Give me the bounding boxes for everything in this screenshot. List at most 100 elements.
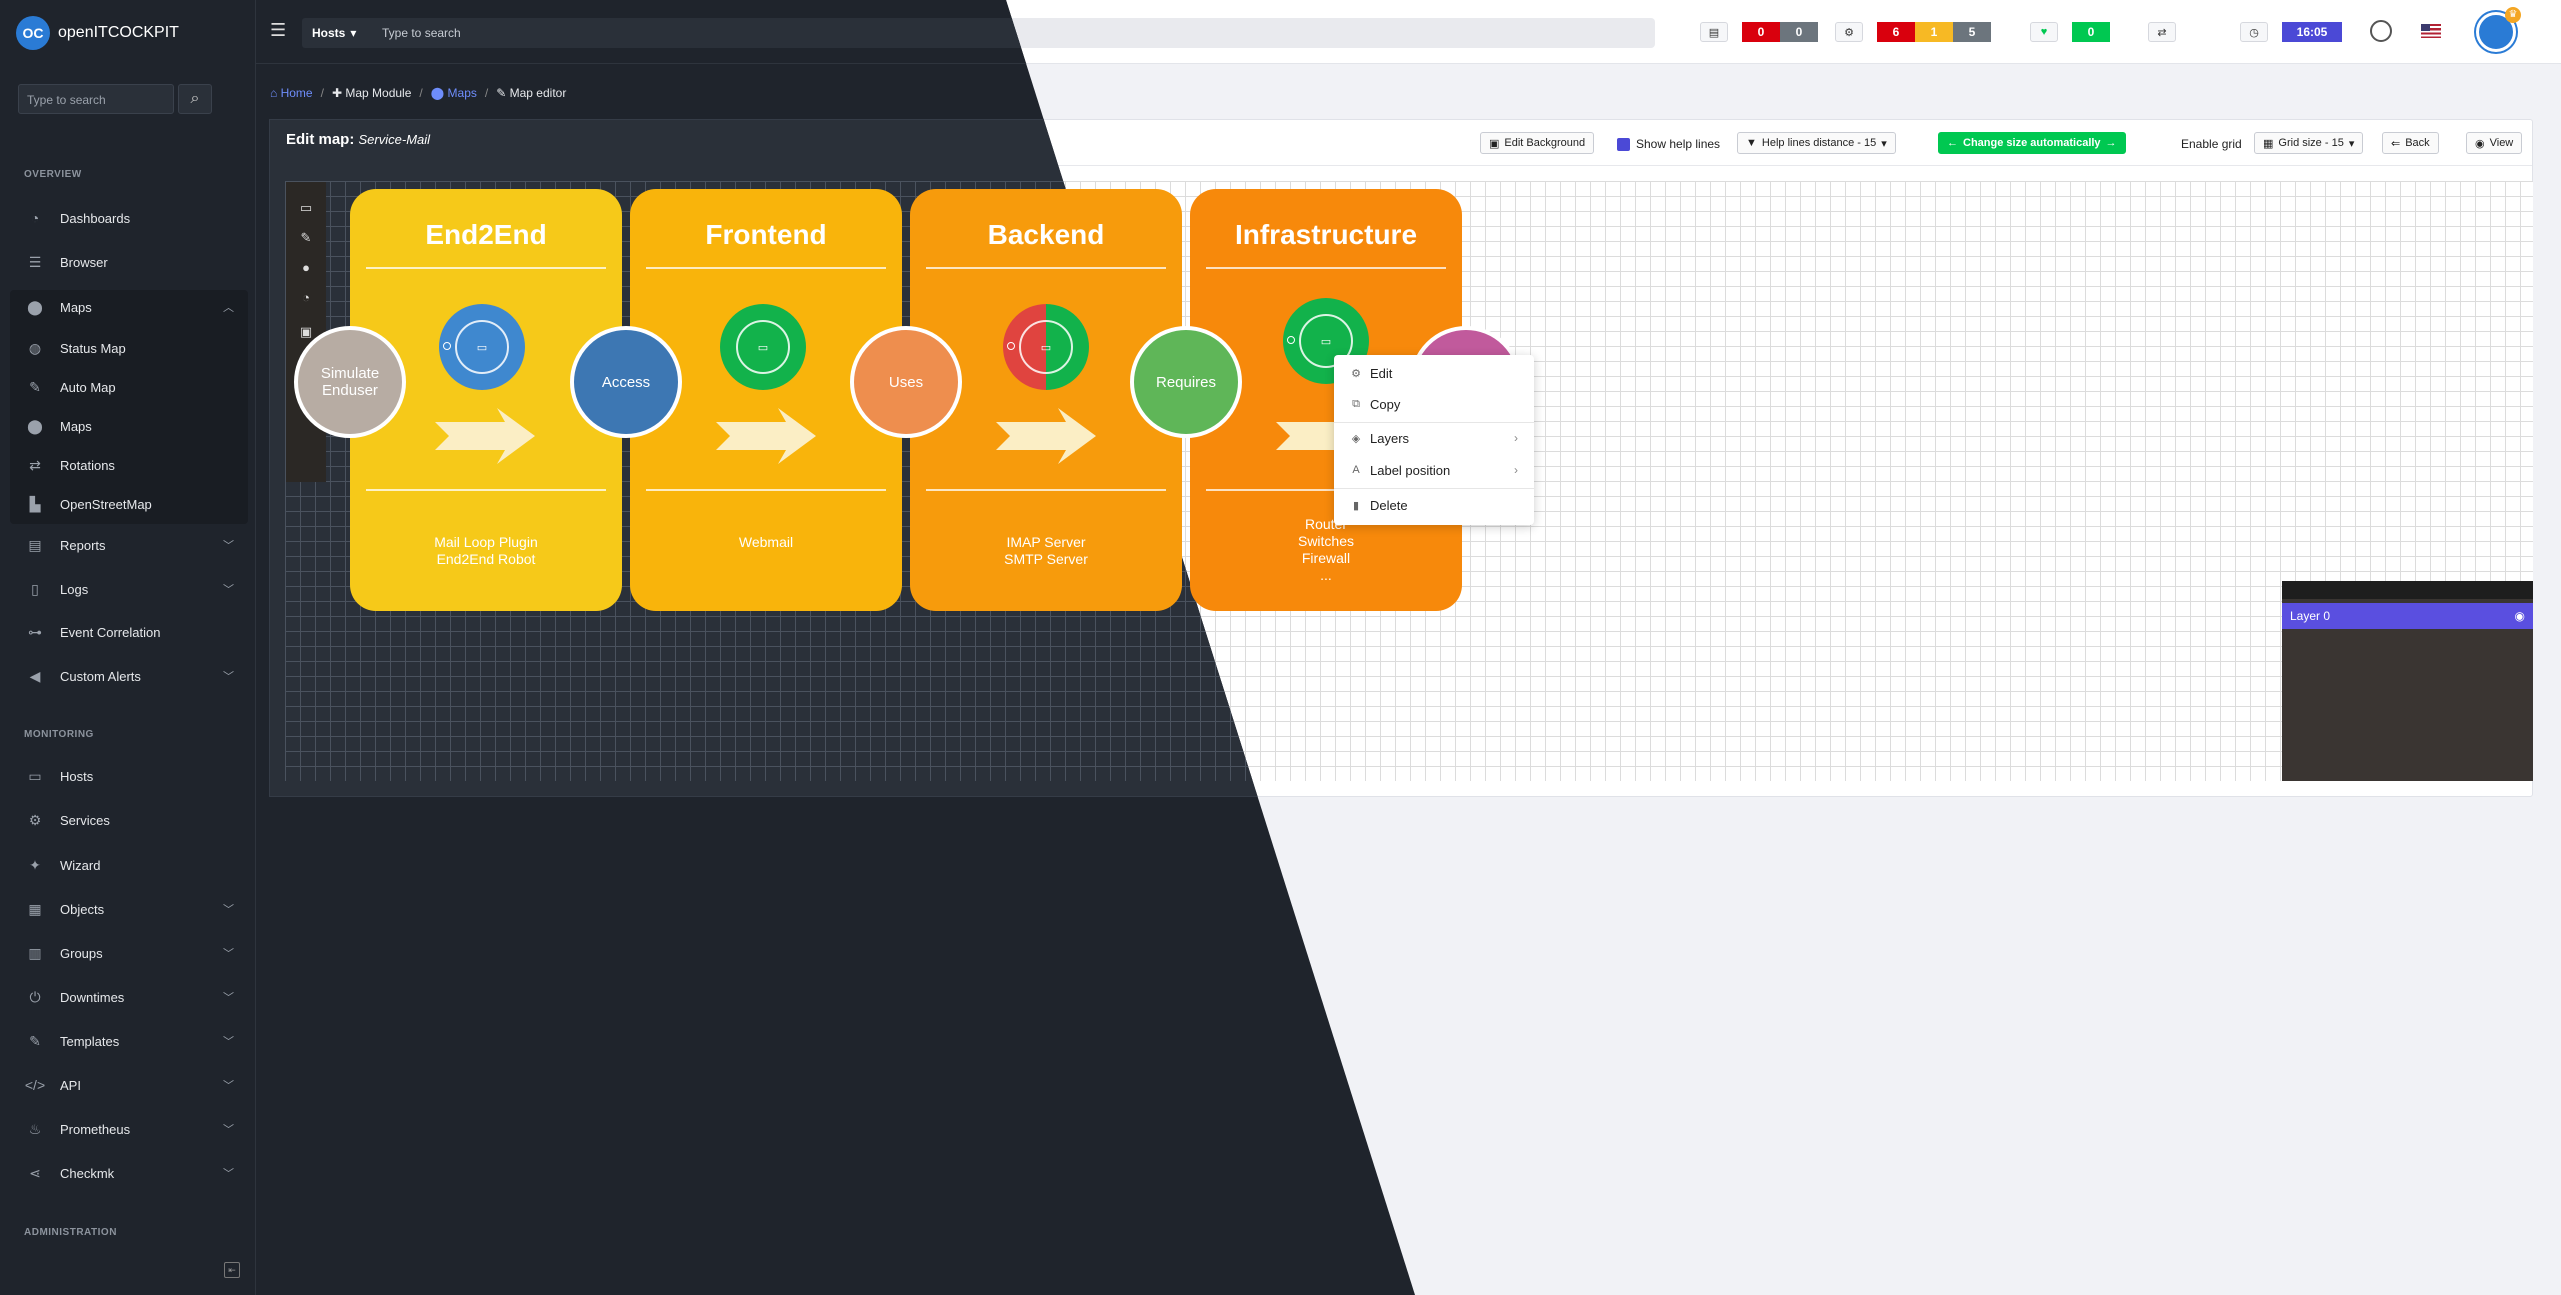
host-status-backend[interactable]: ▭ bbox=[1003, 304, 1089, 390]
sidebar-item-auto-map[interactable]: ✎Auto Map bbox=[10, 370, 248, 404]
sidebar-item-logs[interactable]: ▯Logs﹀ bbox=[10, 572, 248, 606]
eye-icon[interactable]: ◉ bbox=[2514, 609, 2525, 623]
layer-row[interactable]: Layer 0 ◉ bbox=[2282, 603, 2533, 629]
panel-title: Frontend bbox=[705, 219, 827, 250]
sidebar-search-input[interactable]: Type to search bbox=[18, 84, 174, 114]
sidebar-item-checkmk[interactable]: ⋖Checkmk﹀ bbox=[10, 1156, 248, 1190]
search-scope-dropdown[interactable]: Hosts ▾ bbox=[302, 18, 367, 48]
dashboard-icon: ◔ bbox=[30, 210, 40, 226]
pencil-icon[interactable]: ✎ bbox=[300, 230, 312, 245]
sidebar-item-maps-list[interactable]: ⬤Maps bbox=[10, 409, 248, 443]
sidebar-item-templates[interactable]: ✎Templates﹀ bbox=[10, 1024, 248, 1058]
host-status-frontend[interactable]: ▭ bbox=[720, 304, 806, 390]
caret-down-icon: ▾ bbox=[1881, 137, 1887, 150]
globe-icon: ◍ bbox=[28, 339, 42, 356]
edit-background-button[interactable]: ▣ Edit Background bbox=[1480, 132, 1595, 154]
sidebar-item-services[interactable]: ⚙Services bbox=[10, 803, 248, 837]
breadcrumb-module-label: Map Module bbox=[345, 86, 412, 100]
grid-size-dropdown[interactable]: ▦ Grid size - 15 ▾ bbox=[2254, 132, 2364, 154]
sidebar-label: Templates bbox=[60, 1033, 120, 1049]
host-down-count[interactable]: 0 bbox=[1742, 22, 1780, 42]
breadcrumb-module: ✚ Map Module bbox=[332, 86, 411, 100]
breadcrumb: ⌂ Home / ✚ Map Module / ⬤ Maps / ✎ Map e… bbox=[270, 86, 566, 100]
image-icon: ▣ bbox=[1489, 137, 1500, 150]
sidebar-item-dashboards[interactable]: ◔Dashboards bbox=[10, 201, 248, 235]
app-name: openITCOCKPIT bbox=[58, 24, 179, 41]
context-menu-edit[interactable]: ⚙Edit bbox=[1334, 358, 1534, 388]
view-button[interactable]: ◉ View bbox=[2466, 132, 2523, 154]
back-button[interactable]: ⇐ Back bbox=[2382, 132, 2439, 154]
help-lines-distance-dropdown[interactable]: ▼ Help lines distance - 15 ▾ bbox=[1737, 132, 1896, 154]
breadcrumb-home[interactable]: ⌂ Home bbox=[270, 86, 313, 100]
sidebar-item-custom-alerts[interactable]: ◀Custom Alerts﹀ bbox=[10, 659, 248, 693]
circle-icon[interactable]: ● bbox=[302, 260, 310, 275]
sidebar-item-openstreetmap[interactable]: ▙OpenStreetMap bbox=[10, 487, 248, 521]
section-monitoring: MONITORING bbox=[24, 729, 94, 740]
panel-divider bbox=[366, 489, 606, 491]
connector-simulate-enduser[interactable]: Simulate Enduser bbox=[294, 326, 406, 438]
sidebar-item-downtimes[interactable]: ⏻Downtimes﹀ bbox=[10, 980, 248, 1014]
context-menu-layers[interactable]: ◈Layers› bbox=[1334, 423, 1534, 453]
gauge-icon[interactable]: ◔ bbox=[302, 290, 310, 305]
panel-divider bbox=[926, 489, 1166, 491]
sidebar-label: Maps bbox=[60, 418, 92, 434]
checks-count[interactable]: 0 bbox=[2072, 22, 2110, 42]
global-search-input-light[interactable] bbox=[1000, 18, 1655, 48]
service-warning-count[interactable]: 1 bbox=[1915, 22, 1953, 42]
sidebar-item-event-correlation[interactable]: ⊶Event Correlation bbox=[10, 615, 248, 649]
change-size-auto-button[interactable]: ← Change size automatically → bbox=[1938, 132, 2126, 154]
sidebar-label: Objects bbox=[60, 901, 105, 917]
sidebar-item-prometheus[interactable]: ♨Prometheus﹀ bbox=[10, 1112, 248, 1146]
breadcrumb-maps[interactable]: ⬤ Maps bbox=[431, 86, 477, 100]
context-menu-copy[interactable]: ⧉Copy bbox=[1334, 389, 1534, 419]
sidebar-item-objects[interactable]: ▦Objects﹀ bbox=[10, 892, 248, 926]
menu-toggle-icon[interactable]: ☰ bbox=[270, 20, 287, 40]
sidebar-label: Browser bbox=[60, 254, 108, 270]
breadcrumb-maps-label: Maps bbox=[447, 86, 477, 100]
checks-tray: ♥ 0 bbox=[2030, 22, 2110, 42]
sidebar-item-rotations[interactable]: ⇄Rotations bbox=[10, 448, 248, 482]
host-unreachable-count[interactable]: 0 bbox=[1780, 22, 1818, 42]
refresh-icon[interactable]: ⇄ bbox=[2148, 22, 2176, 42]
context-menu-delete[interactable]: ▮Delete bbox=[1334, 490, 1534, 520]
arrow-left-icon: ← bbox=[1947, 137, 1958, 149]
text-icon: A bbox=[1352, 464, 1360, 476]
breadcrumb-editor-label: Map editor bbox=[509, 86, 567, 100]
image-icon[interactable]: ▣ bbox=[299, 324, 313, 339]
panel-description: Webmail bbox=[738, 534, 794, 550]
trash-icon: ▮ bbox=[1352, 499, 1360, 512]
sidebar-item-hosts[interactable]: ▭Hosts bbox=[10, 759, 248, 793]
brand[interactable]: OC openITCOCKPIT bbox=[16, 16, 179, 50]
puzzle-icon: ✚ bbox=[331, 86, 343, 100]
connector-uses[interactable]: Uses bbox=[850, 326, 962, 438]
chevron-up-icon: ︿ bbox=[223, 302, 234, 314]
host-status-end2end[interactable]: ▭ bbox=[439, 304, 525, 390]
sidebar-item-wizard[interactable]: ✦Wizard bbox=[10, 848, 248, 882]
layer-name: Layer 0 bbox=[2290, 609, 2331, 623]
service-unknown-count[interactable]: 5 bbox=[1953, 22, 1991, 42]
connector-requires[interactable]: Requires bbox=[1130, 326, 1242, 438]
breadcrumb-separator: / bbox=[484, 86, 489, 100]
sidebar-item-status-map[interactable]: ◍Status Map bbox=[10, 331, 248, 365]
panel-divider bbox=[926, 267, 1166, 269]
desktop-icon[interactable]: ▭ bbox=[299, 200, 313, 215]
context-menu-label: Layers bbox=[1370, 430, 1410, 446]
enable-grid-checkbox[interactable]: Enable grid bbox=[2162, 137, 2242, 151]
magic-icon: ✎ bbox=[29, 378, 41, 395]
sidebar-item-groups[interactable]: ▥Groups﹀ bbox=[10, 936, 248, 970]
search-icon[interactable]: ⌕ bbox=[178, 84, 212, 114]
service-critical-count[interactable]: 6 bbox=[1877, 22, 1915, 42]
us-flag-icon[interactable] bbox=[2421, 24, 2441, 38]
sidebar-item-browser[interactable]: ☰Browser bbox=[10, 245, 248, 279]
show-help-lines-checkbox[interactable]: Show help lines bbox=[1617, 137, 1720, 151]
collapse-sidebar-icon[interactable]: ⇤ bbox=[224, 1262, 240, 1278]
theme-toggle-icon[interactable] bbox=[2370, 20, 2392, 42]
connector-access[interactable]: Access bbox=[570, 326, 682, 438]
sidebar-label: Hosts bbox=[60, 768, 94, 784]
sidebar-item-maps[interactable]: ⬤Maps︿ bbox=[10, 290, 248, 324]
panel-divider bbox=[1206, 267, 1446, 269]
sidebar-label: Custom Alerts bbox=[60, 668, 141, 684]
sidebar-item-reports[interactable]: ▤Reports﹀ bbox=[10, 528, 248, 562]
sidebar-item-api[interactable]: </>API﹀ bbox=[10, 1068, 248, 1102]
